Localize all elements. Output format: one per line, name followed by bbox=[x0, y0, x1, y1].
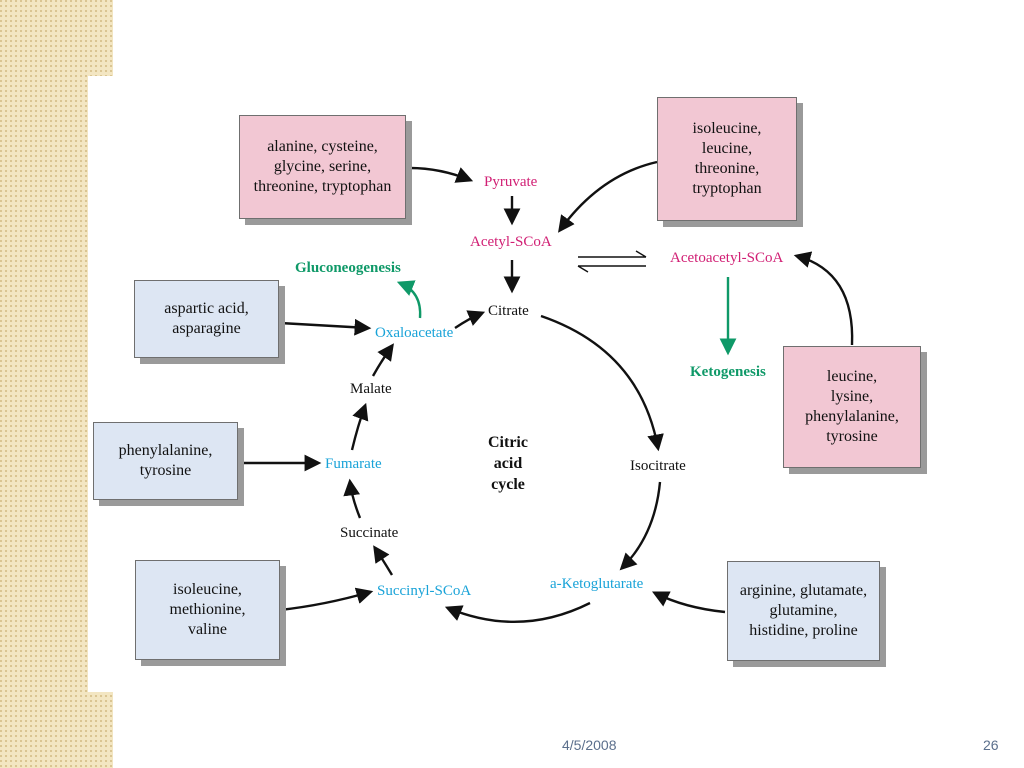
succinate-label: Succinate bbox=[340, 525, 399, 541]
citrate-label: Citrate bbox=[488, 303, 529, 319]
arrow-citrate-isocitrate bbox=[540, 314, 664, 452]
acetoacetyl-sources-box: leucine, lysine, phenylalanine, tyrosine bbox=[783, 346, 921, 468]
arrow-succinate-fumarate bbox=[343, 478, 362, 519]
succinyl-scoa-label: Succinyl-SCoA bbox=[377, 583, 472, 599]
pyruvate-sources-box: alanine, cysteine, glycine, serine, thre… bbox=[239, 115, 406, 219]
isocitrate-label: Isocitrate bbox=[630, 458, 686, 474]
cycle-center-label: Citric acid cycle bbox=[488, 434, 528, 493]
arrow-isocitrate-ketoglutarate bbox=[619, 481, 662, 571]
malate-label: Malate bbox=[350, 381, 392, 397]
acetyl-scoa-label: Acetyl-SCoA bbox=[470, 234, 552, 250]
arrow-to-ketoglutarate bbox=[651, 591, 726, 614]
oxaloacetate-sources-box: aspartic acid, asparagine bbox=[134, 280, 279, 358]
arrow-to-acetoacetyl bbox=[793, 251, 854, 346]
pyruvate-label: Pyruvate bbox=[484, 174, 538, 190]
ketoglutarate-label: a-Ketoglutarate bbox=[550, 576, 644, 592]
arrow-oxaloacetate-citrate bbox=[454, 310, 486, 329]
slide-date: 4/5/2008 bbox=[562, 737, 617, 753]
arrow-to-acetyl bbox=[558, 160, 658, 233]
ketogenesis-label: Ketogenesis bbox=[690, 364, 766, 380]
oxaloacetate-label: Oxaloacetate bbox=[375, 325, 454, 341]
arrow-fumarate-malate bbox=[350, 402, 369, 451]
arrow-ketoglutarate-succinyl bbox=[444, 601, 591, 624]
arrow-succinyl-succinate bbox=[373, 545, 394, 576]
arrow-to-succinyl bbox=[279, 587, 374, 612]
fumarate-sources-box: phenylalanine, tyrosine bbox=[93, 422, 238, 500]
acetyl-sources-box: isoleucine, leucine, threonine, tryptoph… bbox=[657, 97, 797, 221]
acetoacetyl-scoa-label: Acetoacetyl-SCoA bbox=[670, 250, 784, 266]
arrow-malate-oxaloacetate bbox=[371, 343, 394, 377]
gluconeogenesis-label: Gluconeogenesis bbox=[295, 260, 401, 276]
arrow-to-oxaloacetate bbox=[279, 318, 372, 336]
succinyl-sources-box: isoleucine, methionine, valine bbox=[135, 560, 280, 660]
arrow-to-pyruvate bbox=[409, 166, 474, 183]
slide-page-number: 26 bbox=[983, 737, 999, 753]
arrow-to-gluconeogenesis bbox=[396, 280, 422, 319]
ketoglutarate-sources-box: arginine, glutamate, glutamine, histidin… bbox=[727, 561, 880, 661]
equilibrium-arrows bbox=[577, 250, 647, 273]
fumarate-label: Fumarate bbox=[325, 456, 382, 472]
